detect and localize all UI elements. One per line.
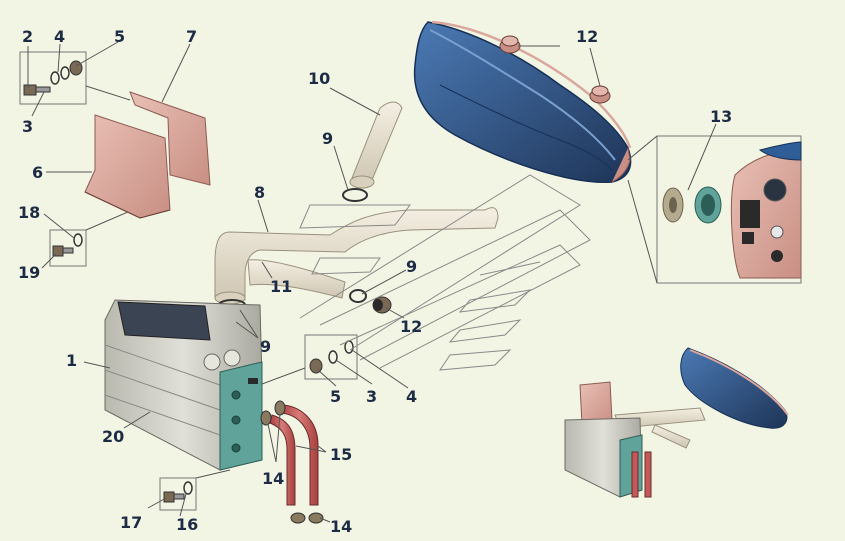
callout-14-top: 14: [262, 469, 284, 488]
callout-13: 13: [710, 107, 732, 126]
callout-7: 7: [186, 27, 197, 46]
washer-icon: [50, 71, 60, 85]
callout-2: 2: [22, 27, 33, 46]
callout-3-top: 3: [22, 117, 33, 136]
detail-inset-13: [627, 135, 802, 284]
grommet-top-2: [589, 85, 611, 104]
clamp-9-mid: [349, 289, 367, 303]
callout-15: 15: [330, 445, 352, 464]
callout-3-center: 3: [366, 387, 377, 406]
hose-15-left: [269, 414, 296, 506]
grommet-top-1: [499, 35, 521, 54]
washer-icon: [60, 66, 70, 80]
hardware-box-left: [49, 229, 87, 267]
bolt-icon: [23, 84, 51, 96]
callout-9-top: 9: [322, 129, 333, 148]
callout-4-top: 4: [54, 27, 65, 46]
callout-6: 6: [32, 163, 43, 182]
callout-5-top: 5: [114, 27, 125, 46]
leader-lines: [27, 41, 717, 523]
defroster-shroud: [413, 20, 632, 183]
callout-18: 18: [18, 203, 40, 222]
callout-1: 1: [66, 351, 77, 370]
callout-8: 8: [254, 183, 265, 202]
panel-7: [129, 91, 211, 186]
assembled-view: [564, 347, 789, 498]
hardware-box-bottom: [159, 477, 197, 511]
clamp-9-top: [342, 188, 368, 202]
callout-11: 11: [270, 277, 292, 296]
hose-clamps-14-top: [260, 400, 286, 426]
callout-labels: 2 4 5 3 7 6 18 19 10 9 8 9 11 9 12 12 13…: [18, 27, 732, 536]
callout-9-mid: 9: [406, 257, 417, 276]
callout-20: 20: [102, 427, 124, 446]
callout-5-center: 5: [330, 387, 341, 406]
callout-14-bottom: 14: [330, 517, 352, 536]
callout-10: 10: [308, 69, 330, 88]
callout-12-mid: 12: [400, 317, 422, 336]
hose-clamps-14-bottom: [290, 512, 324, 524]
assembly-guides: [299, 174, 591, 371]
callout-17: 17: [120, 513, 142, 532]
grommet-12-mid: [372, 296, 392, 314]
callout-9-bottom: 9: [260, 337, 271, 356]
callout-16: 16: [176, 515, 198, 534]
hose-15-right: [279, 404, 319, 506]
hardware-box-center: [304, 334, 358, 380]
hardware-box-top: [19, 51, 87, 105]
duct-10: [349, 101, 403, 189]
branch-duct-11: [247, 259, 346, 299]
callout-12-top: 12: [576, 27, 598, 46]
callout-19: 19: [18, 263, 40, 282]
heater-unit: [104, 299, 263, 471]
panel-6: [84, 114, 171, 219]
callout-4-center: 4: [406, 387, 417, 406]
